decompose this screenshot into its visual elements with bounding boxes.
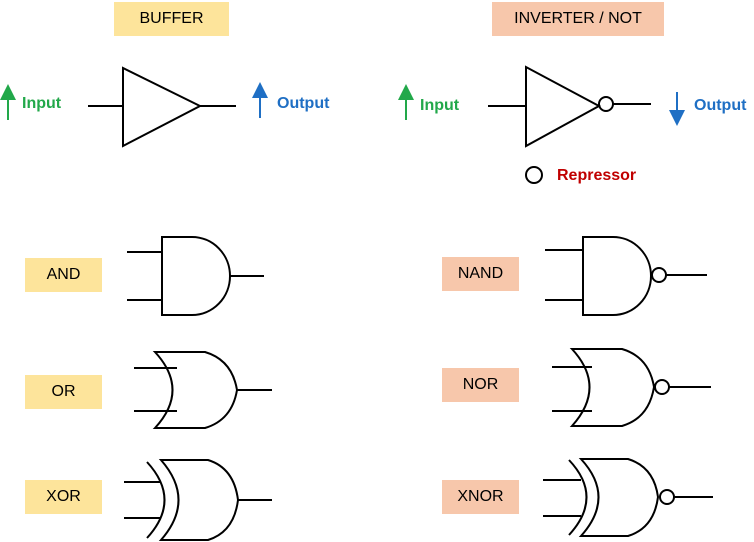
or-gate-symbol [134,351,272,429]
buffer-output-label: Output [277,95,330,112]
inverter-header: INVERTER / NOT [492,2,664,36]
inverter-input-label: Input [420,97,460,114]
inverter-output-label: Output [694,97,747,114]
repressor-label: Repressor [557,167,637,184]
buffer-header: BUFFER [114,2,229,36]
inverter-gate-symbol [488,65,651,148]
xnor-label: XNOR [442,480,519,514]
buffer-input-label: Input [22,95,62,112]
and-label: AND [25,258,102,292]
xnor-gate-symbol [543,458,713,537]
or-label: OR [25,375,102,409]
and-gate-symbol [127,236,264,316]
nor-gate-symbol [552,348,711,427]
nand-gate-symbol [545,236,707,316]
xor-gate-symbol [124,459,272,541]
xor-label: XOR [25,480,102,514]
repressor-circle-icon [525,166,543,184]
nor-label: NOR [442,368,519,402]
nand-label: NAND [442,257,519,291]
buffer-gate-symbol [88,66,236,148]
